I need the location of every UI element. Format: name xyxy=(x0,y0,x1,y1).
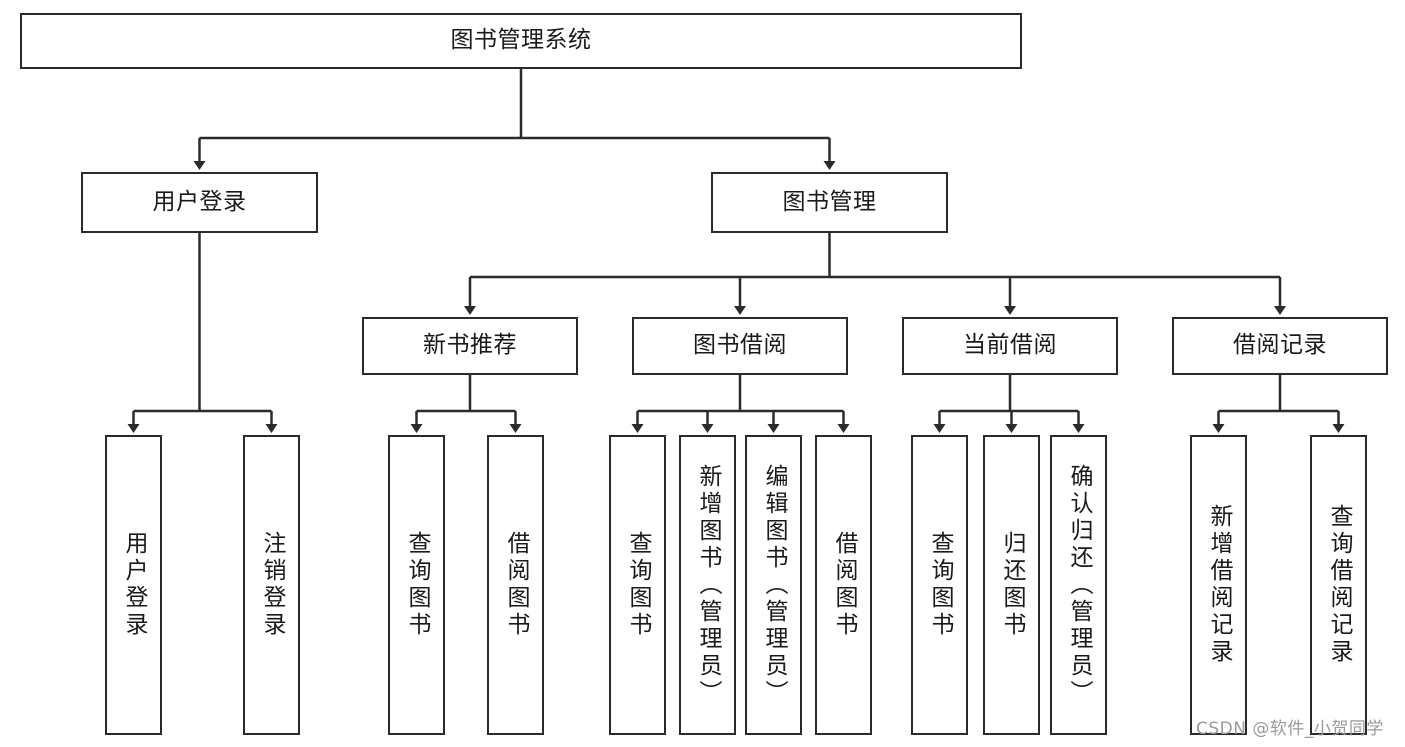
node-label: 确认归还（管理员） xyxy=(1066,463,1092,707)
node-label: 图书管理系统 xyxy=(450,27,592,54)
node-leaf-user-login: 用户登录 xyxy=(105,435,162,735)
node-label: 查询图书 xyxy=(404,531,430,639)
node-current-borrow: 当前借阅 xyxy=(902,317,1118,375)
node-label: 编辑图书（管理员） xyxy=(761,463,787,707)
node-leaf-user-logout: 注销登录 xyxy=(243,435,300,735)
node-leaf-add-book: 新增图书（管理员） xyxy=(679,435,736,735)
node-leaf-borrow-book-bb: 借阅图书 xyxy=(815,435,872,735)
node-label: 借阅图书 xyxy=(503,531,529,639)
node-book-borrow: 图书借阅 xyxy=(632,317,848,375)
node-label: 借阅记录 xyxy=(1233,332,1327,359)
csdn-watermark: CSDN @软件_小贺同学 xyxy=(1196,719,1384,739)
node-label: 用户登录 xyxy=(121,531,147,639)
node-leaf-query-book-bb: 查询图书 xyxy=(609,435,666,735)
node-user-login: 用户登录 xyxy=(81,172,318,233)
node-label: 新书推荐 xyxy=(423,332,517,359)
node-leaf-add-record: 新增借阅记录 xyxy=(1190,435,1247,735)
node-label: 查询图书 xyxy=(927,531,953,639)
node-borrow-record: 借阅记录 xyxy=(1172,317,1388,375)
node-label: 借阅图书 xyxy=(831,531,857,639)
node-label: 当前借阅 xyxy=(963,332,1057,359)
node-leaf-query-book-cb: 查询图书 xyxy=(911,435,968,735)
node-label: 新增图书（管理员） xyxy=(695,463,721,707)
node-book-manage: 图书管理 xyxy=(711,172,948,233)
node-leaf-return-book: 归还图书 xyxy=(983,435,1040,735)
node-leaf-query-book-rec: 查询图书 xyxy=(388,435,445,735)
node-label: 图书管理 xyxy=(782,188,877,215)
node-label: 归还图书 xyxy=(999,531,1025,639)
node-leaf-edit-book: 编辑图书（管理员） xyxy=(745,435,802,735)
node-label: 查询借阅记录 xyxy=(1326,504,1352,666)
node-label: 查询图书 xyxy=(625,531,651,639)
node-leaf-query-record: 查询借阅记录 xyxy=(1310,435,1367,735)
node-label: 用户登录 xyxy=(152,188,247,215)
node-leaf-borrow-book-rec: 借阅图书 xyxy=(487,435,544,735)
node-label: 新增借阅记录 xyxy=(1206,504,1232,666)
node-new-book-rec: 新书推荐 xyxy=(362,317,578,375)
node-root: 图书管理系统 xyxy=(20,13,1022,69)
node-label: 图书借阅 xyxy=(693,332,787,359)
node-label: 注销登录 xyxy=(259,531,285,639)
node-leaf-confirm-return: 确认归还（管理员） xyxy=(1050,435,1107,735)
